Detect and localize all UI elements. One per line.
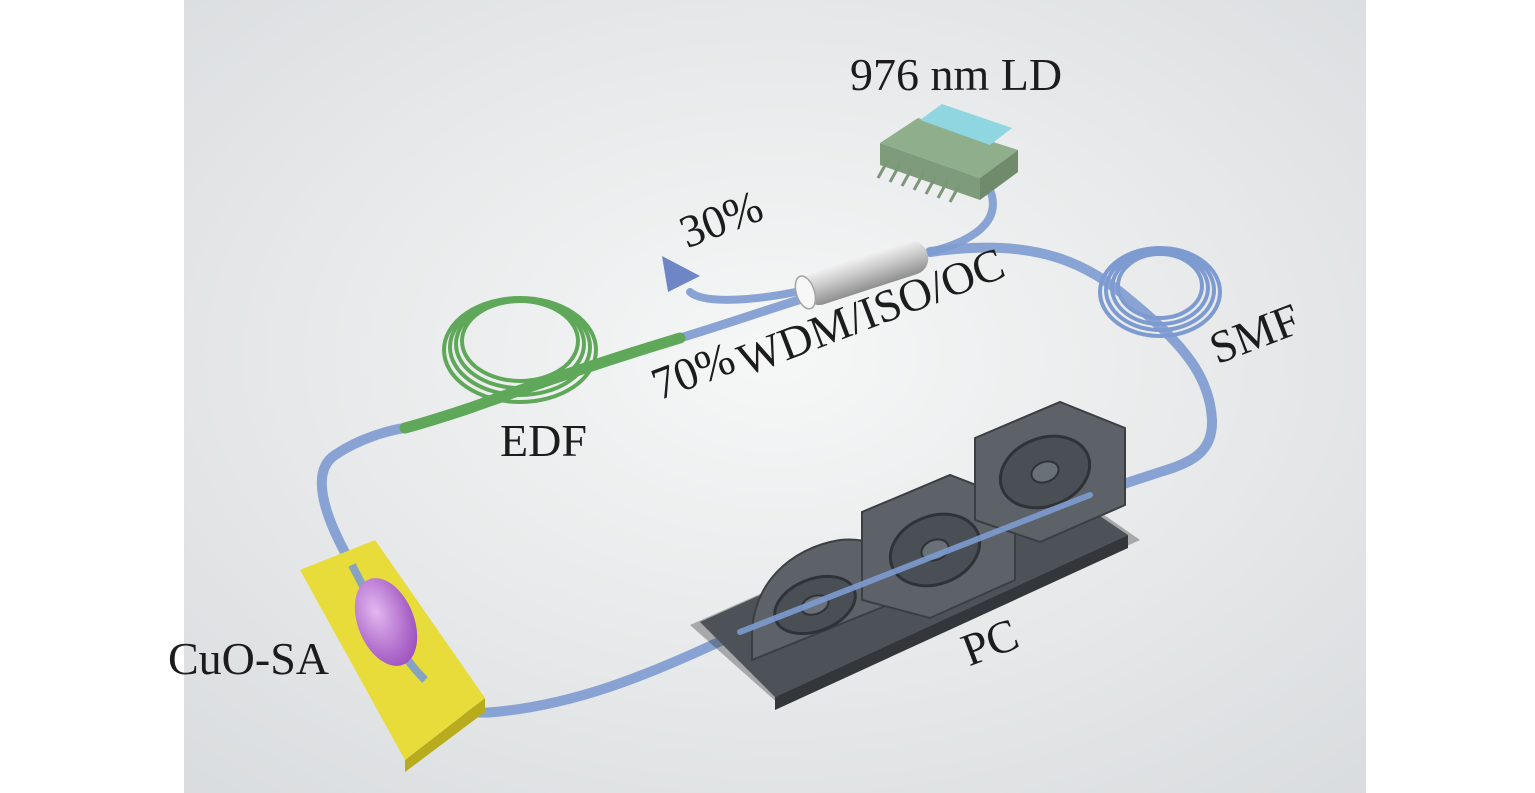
fiber-to-edf	[675, 293, 810, 343]
smf-coil	[1098, 246, 1222, 338]
fiber-top-right	[925, 242, 1218, 500]
ld-pins	[876, 159, 962, 203]
laser-diode	[876, 104, 1018, 203]
cuo-droplet	[354, 578, 418, 666]
fiber-output-30	[686, 286, 809, 304]
wdm-iso-oc-device	[794, 240, 929, 310]
cuo-sa-device	[300, 540, 485, 772]
fiber-loop	[316, 186, 1218, 718]
label-cuo-sa: CuO-SA	[168, 633, 330, 684]
label-edf: EDF	[500, 415, 587, 466]
edf-coil	[442, 296, 598, 404]
fiber-through-pc	[737, 492, 1093, 635]
fiber-ld-lead	[926, 186, 997, 256]
label-laser-diode: 976 nm LD	[850, 49, 1063, 100]
output-arrow-icon	[662, 256, 700, 292]
fiber-left	[316, 423, 410, 570]
polarization-controller	[690, 400, 1140, 710]
edf-section	[399, 296, 686, 434]
